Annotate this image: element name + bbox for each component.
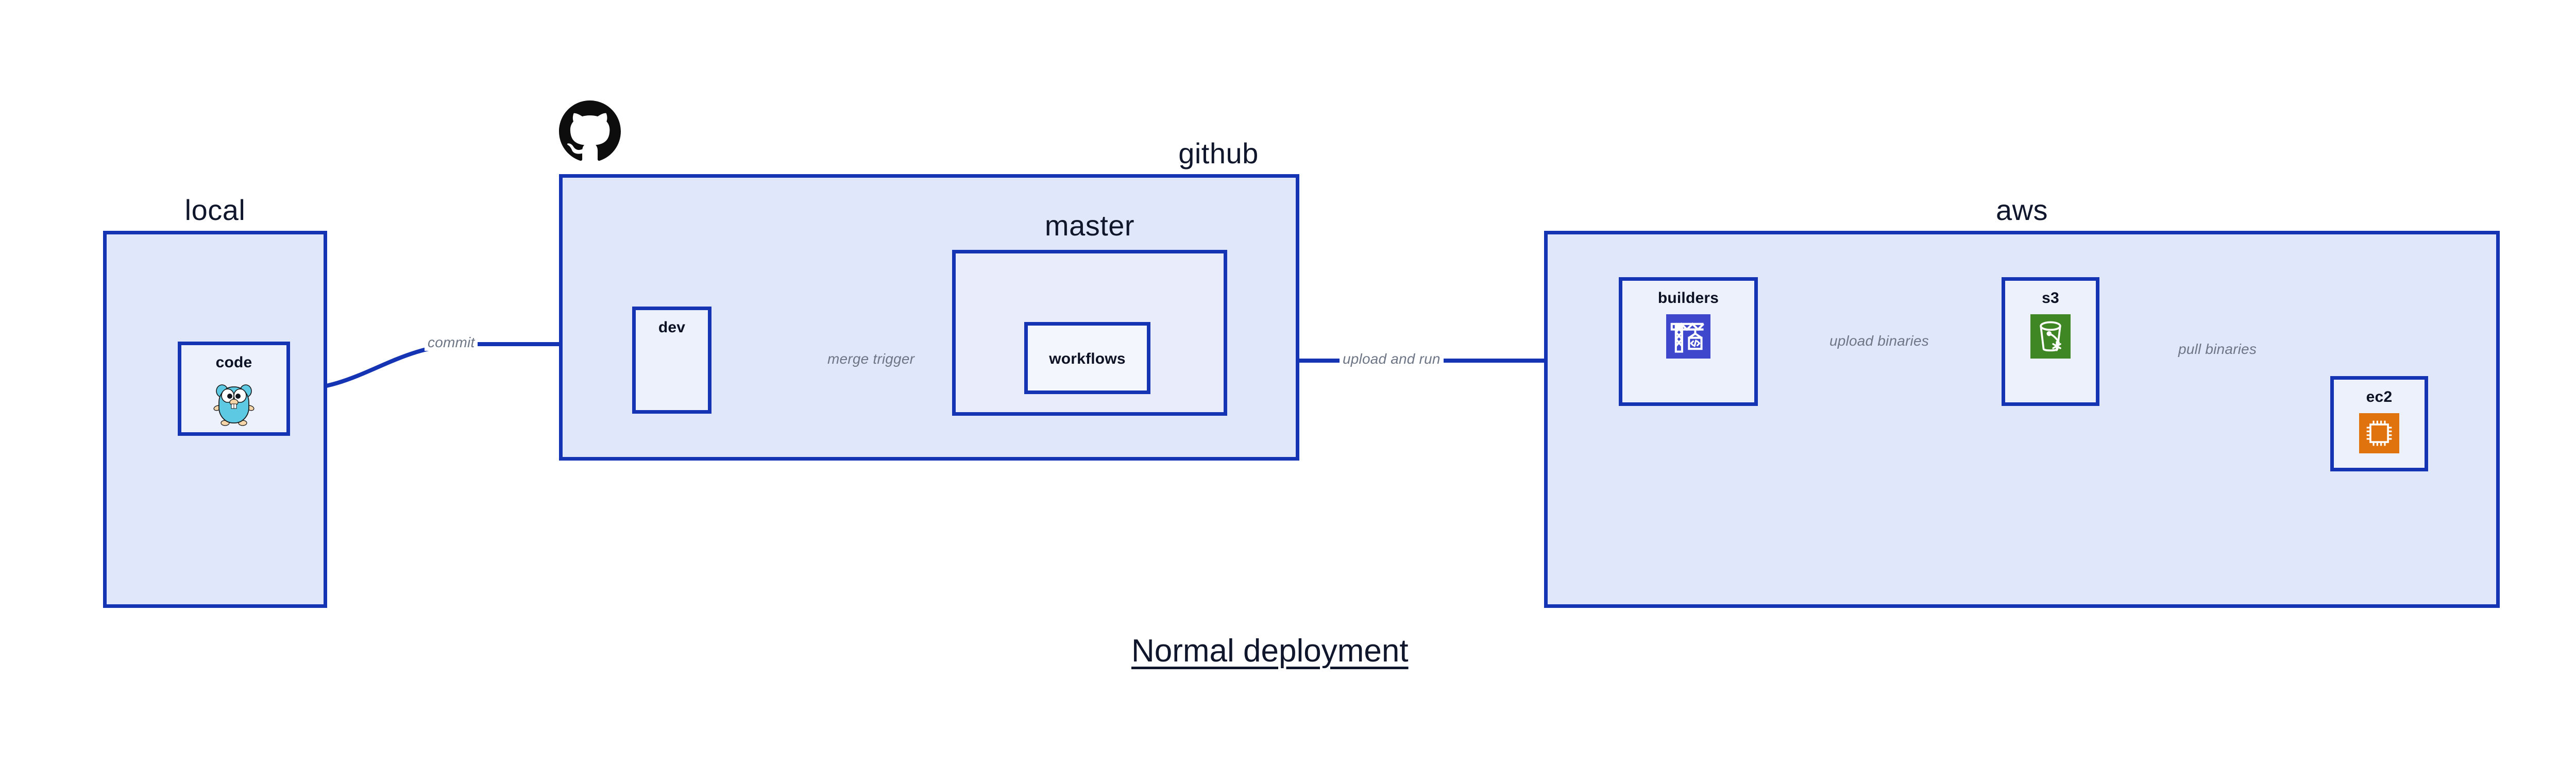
github-octocat-logo bbox=[559, 100, 621, 165]
group-label-aws: aws bbox=[1995, 194, 2048, 226]
node-workflows[interactable]: workflows bbox=[1024, 322, 1150, 394]
edge-label-upload-binaries: upload binaries bbox=[1826, 333, 1932, 349]
diagram-title: Normal deployment bbox=[1131, 633, 1409, 669]
node-builders-label: builders bbox=[1657, 290, 1719, 307]
group-label-local: local bbox=[184, 194, 246, 226]
aws-s3-bucket-icon bbox=[2030, 314, 2071, 361]
group-label-master: master bbox=[1044, 209, 1135, 242]
aws-ec2-chip-icon bbox=[2359, 413, 2399, 456]
group-label-github: github bbox=[1178, 137, 1259, 169]
edge-label-pull-binaries: pull binaries bbox=[2175, 341, 2260, 358]
node-ec2[interactable]: ec2 bbox=[2330, 376, 2428, 471]
node-builders[interactable]: builders bbox=[1619, 277, 1758, 406]
edge-label-upload-and-run: upload and run bbox=[1340, 351, 1444, 367]
node-dev-label: dev bbox=[658, 319, 686, 336]
node-code[interactable]: code bbox=[178, 342, 290, 436]
node-dev[interactable]: dev bbox=[632, 307, 711, 414]
node-s3-label: s3 bbox=[2042, 290, 2059, 307]
aws-codebuild-icon bbox=[1666, 314, 1710, 361]
go-gopher-icon bbox=[213, 379, 255, 429]
node-workflows-label: workflows bbox=[1049, 350, 1126, 367]
node-ec2-label: ec2 bbox=[2366, 388, 2393, 405]
edge-label-commit: commit bbox=[425, 334, 478, 351]
node-code-label: code bbox=[215, 354, 252, 371]
node-s3[interactable]: s3 bbox=[2002, 277, 2099, 406]
edge-label-merge-trigger: merge trigger bbox=[824, 351, 918, 367]
